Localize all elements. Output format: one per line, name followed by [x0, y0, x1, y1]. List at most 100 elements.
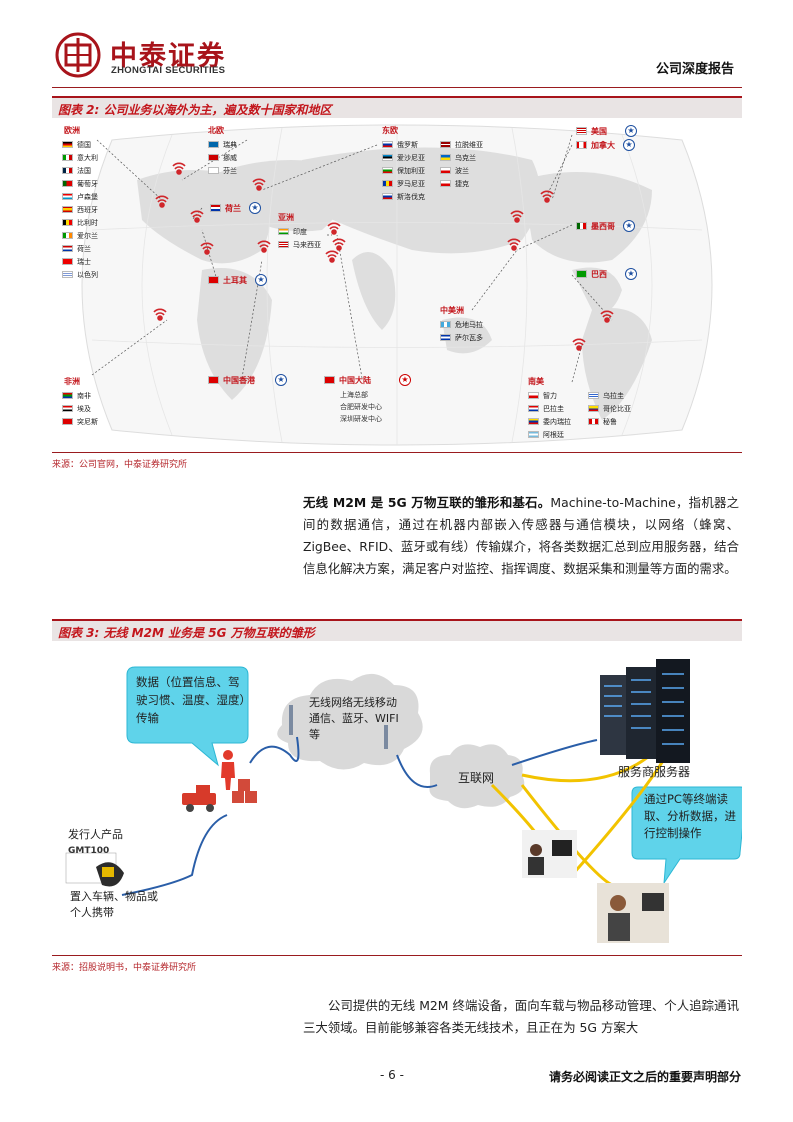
bulgaria-flag-icon — [382, 167, 393, 174]
country-row: 智力 — [528, 389, 571, 402]
netherlands-flag-icon — [210, 204, 221, 212]
france-flag-icon — [62, 167, 73, 174]
country-row: 秘鲁 — [588, 415, 631, 428]
country-row: 俄罗斯 — [382, 138, 425, 151]
star-icon: ★ — [625, 125, 637, 137]
country-row: 斯洛伐克 — [382, 190, 425, 203]
africa-country-list: 南非 埃及 突尼斯 — [62, 389, 98, 428]
ireland-flag-icon — [62, 232, 73, 239]
tunisia-flag-icon — [62, 418, 73, 425]
star-icon: ★ — [255, 274, 267, 286]
paragraph-m2m-text: Machine-to-Machine，指机器之间的数据通信，通过在机器内部嵌入传… — [303, 495, 740, 576]
bubble-pc-control: 通过PC等终端读取、分析数据，进行控制操作 — [644, 792, 736, 840]
country-row: 捷克 — [440, 177, 483, 190]
server-label: 服务商服务器 — [618, 765, 691, 779]
figure3-source: 来源：招股说明书，中泰证券研究所 — [52, 955, 742, 973]
star-icon: ★ — [625, 268, 637, 280]
country-row: 危地马拉 — [440, 318, 483, 331]
hongkong-flag-icon — [208, 376, 219, 384]
russia-flag-icon — [382, 141, 393, 148]
belgium-flag-icon — [62, 219, 73, 226]
tag-usa: 美国 ★ — [576, 125, 637, 137]
venezuela-flag-icon — [528, 418, 539, 425]
peru-flag-icon — [588, 418, 599, 425]
region-asia-label: 亚洲 — [278, 213, 294, 222]
east-europe-list-left: 俄罗斯 爱沙尼亚 保加利亚 罗马尼亚 斯洛伐克 — [382, 138, 425, 203]
brazil-flag-icon — [576, 270, 587, 278]
country-row: 乌拉圭 — [588, 389, 631, 402]
country-row: 比利时 — [62, 216, 98, 229]
country-row: 南非 — [62, 389, 98, 402]
logo-text-en: ZHONGTAI SECURITIES — [111, 65, 226, 76]
country-row: 阿根廷 — [528, 428, 571, 441]
country-row: 挪威 — [208, 151, 237, 164]
south-africa-flag-icon — [62, 392, 73, 399]
spain-flag-icon — [62, 206, 73, 213]
page-number: - 6 - — [380, 1068, 404, 1082]
country-row: 突尼斯 — [62, 415, 98, 428]
europe-country-list: 德国 意大利 法国 葡萄牙 卢森堡 西班牙 比利时 爱尔兰 荷兰 瑞士 以色列 — [62, 138, 98, 281]
cloud-internet-label: 互联网 — [458, 771, 495, 785]
tag-brazil: 巴西 ★ — [576, 268, 637, 280]
person-icon — [221, 750, 235, 790]
star-icon: ★ — [399, 374, 411, 386]
italy-flag-icon — [62, 154, 73, 161]
operator-photo-1 — [522, 830, 577, 878]
country-row: 爱沙尼亚 — [382, 151, 425, 164]
country-row: 荷兰 — [62, 242, 98, 255]
bubble-data-transmission: 数据（位置信息、驾驶习惯、温度、湿度）传输 — [136, 675, 246, 725]
country-row: 哥伦比亚 — [588, 402, 631, 415]
nordic-country-list: 瑞典 挪威 芬兰 — [208, 138, 237, 177]
egypt-flag-icon — [62, 405, 73, 412]
romania-flag-icon — [382, 180, 393, 187]
finland-flag-icon — [208, 167, 219, 174]
device-model-label: GMT100 — [68, 846, 110, 856]
poland-flag-icon — [440, 167, 451, 174]
figure2-title-bar: 图表 2: 公司业务以海外为主，遍及数十国家和地区 — [52, 96, 742, 118]
guatemala-flag-icon — [440, 321, 451, 328]
canada-flag-icon — [576, 141, 587, 149]
germany-flag-icon — [62, 141, 73, 148]
region-africa-label: 非洲 — [64, 377, 80, 386]
malaysia-flag-icon — [278, 241, 289, 248]
tag-mainland-china: 中国大陆 ★ — [324, 374, 411, 386]
country-row: 马来西亚 — [278, 238, 321, 251]
netherlands-flag-icon — [62, 245, 73, 252]
country-row: 保加利亚 — [382, 164, 425, 177]
tag-canada: 加拿大 ★ — [576, 139, 635, 151]
country-row: 罗马尼亚 — [382, 177, 425, 190]
chile-flag-icon — [528, 392, 539, 399]
operator-photo-2 — [597, 883, 669, 943]
star-icon: ★ — [623, 139, 635, 151]
tag-hongkong: 中国香港 ★ — [208, 374, 287, 386]
paraguay-flag-icon — [528, 405, 539, 412]
signal-icons — [153, 162, 614, 351]
country-row: 乌克兰 — [440, 151, 483, 164]
tag-netherlands: 荷兰 ★ — [210, 202, 261, 214]
country-row: 法国 — [62, 164, 98, 177]
usa-flag-icon — [576, 127, 587, 135]
luxembourg-flag-icon — [62, 193, 73, 200]
sweden-flag-icon — [208, 141, 219, 148]
central-america-country-list: 危地马拉 萨尔瓦多 — [440, 318, 483, 344]
argentina-flag-icon — [528, 431, 539, 438]
country-row: 拉脱维亚 — [440, 138, 483, 151]
mexico-flag-icon — [576, 222, 587, 230]
star-icon: ★ — [623, 220, 635, 232]
product-label: 发行人产品 — [68, 828, 123, 841]
vehicle-icon — [182, 785, 216, 812]
region-central-america-label: 中美洲 — [440, 306, 464, 315]
country-row: 萨尔瓦多 — [440, 331, 483, 344]
uruguay-flag-icon — [588, 392, 599, 399]
country-row: 以色列 — [62, 268, 98, 281]
gmt100-device-icon — [65, 852, 124, 887]
header-divider — [52, 87, 742, 88]
world-map-graphic — [81, 124, 713, 446]
country-row: 印度 — [278, 225, 321, 238]
czech-flag-icon — [440, 180, 451, 187]
country-row: 西班牙 — [62, 203, 98, 216]
cargo-icon — [232, 779, 257, 803]
country-row: 卢森堡 — [62, 190, 98, 203]
east-europe-list-right: 拉脱维亚 乌克兰 波兰 捷克 — [440, 138, 483, 190]
country-row: 瑞士 — [62, 255, 98, 268]
